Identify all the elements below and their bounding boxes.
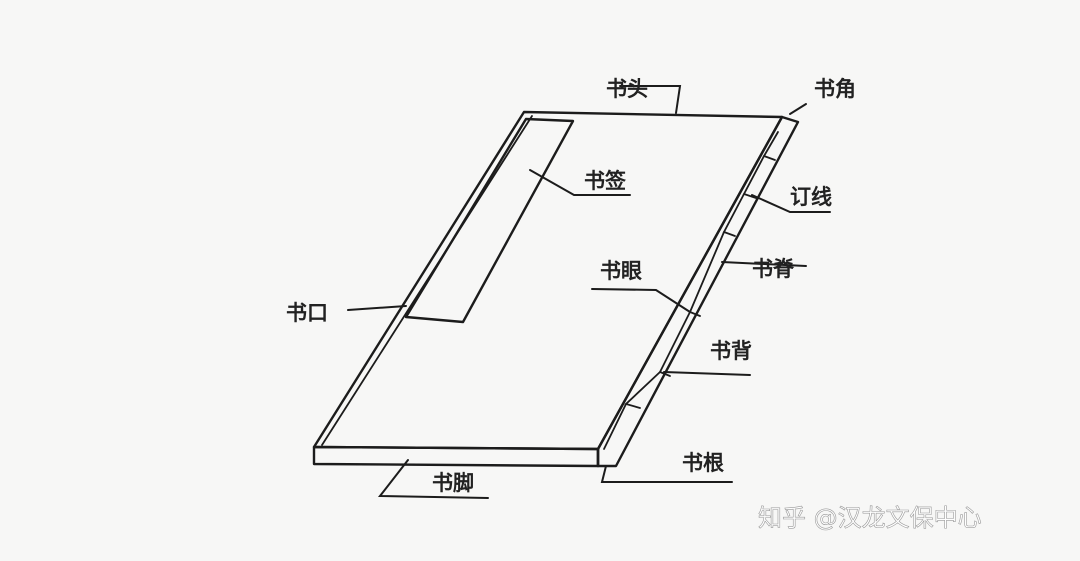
watermark: 知乎 @汉龙文保中心 <box>758 504 982 532</box>
label-shu-bei: 书背 <box>710 339 752 363</box>
book-cover <box>312 110 784 451</box>
label-shu-tou: 书头 <box>606 77 648 101</box>
leader-shu-kou <box>347 305 407 311</box>
leader-shu-jiao-foot <box>377 459 489 499</box>
stitch-segment <box>603 403 627 450</box>
leader-shu-qian <box>529 169 631 196</box>
leader-shu-jiao <box>789 103 807 115</box>
leader-shu-tou <box>619 85 682 114</box>
leader-shu-bei <box>663 371 751 376</box>
label-shu-jiao-foot: 书脚 <box>432 471 474 495</box>
book-body <box>312 110 800 468</box>
label-ding-xian: 订线 <box>790 185 832 209</box>
label-shu-qian: 书签 <box>584 169 627 193</box>
leader-lines <box>347 85 831 499</box>
labels: 书头 书角 书签 订线 书脊 书眼 书口 书背 书根 书脚 <box>286 77 856 495</box>
leader-shu-ji <box>721 261 807 267</box>
label-shu-yan: 书眼 <box>600 259 642 283</box>
leader-ding-xian <box>751 194 831 213</box>
leader-shu-gen <box>600 465 733 483</box>
label-shu-ji: 书脊 <box>752 257 795 281</box>
label-shu-jiao: 书角 <box>814 77 856 101</box>
label-shu-kou: 书口 <box>286 301 328 325</box>
leader-shu-yan <box>591 288 691 313</box>
stitch-segment <box>658 311 691 377</box>
label-shu-gen: 书根 <box>682 451 724 475</box>
title-slip <box>404 117 575 324</box>
book-foot-face <box>312 445 600 468</box>
